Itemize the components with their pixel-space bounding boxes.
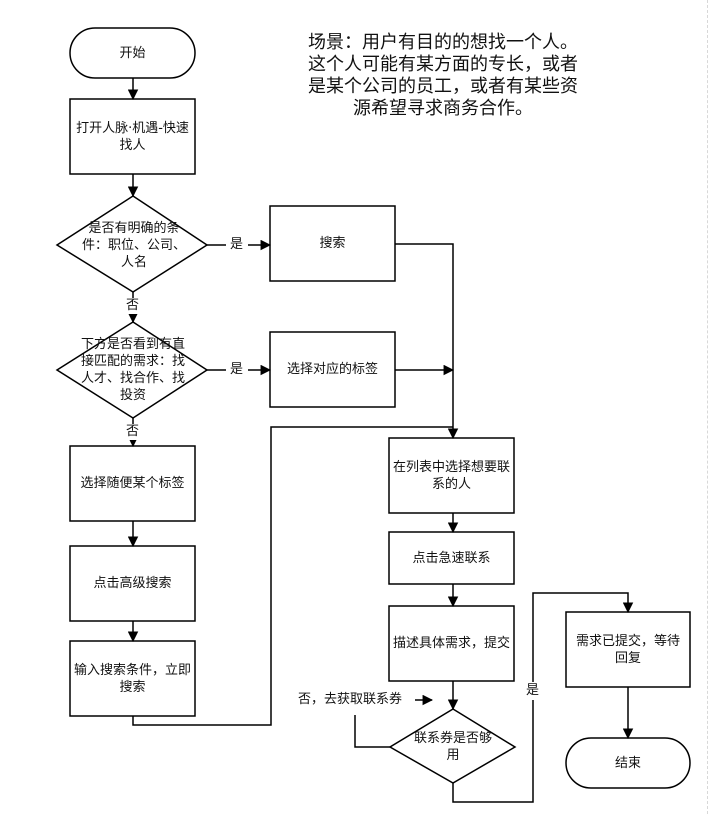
- edge-label-yes-tag: 是: [230, 362, 244, 378]
- edge-voucher-yes: [452, 700, 534, 803]
- open-app-box: [69, 98, 196, 175]
- select-person-box: [388, 437, 515, 514]
- search-label: 搜索: [319, 236, 346, 251]
- page-edge-guide: [707, 0, 708, 814]
- search-box: [269, 205, 396, 282]
- quick-contact-box: [388, 531, 515, 585]
- submitted-box: [565, 611, 691, 688]
- end-label: 结束: [614, 755, 641, 771]
- edge-label-yes-search: 是: [230, 237, 244, 253]
- advanced-search-label: 点击高级搜索: [93, 576, 172, 591]
- start-label: 开始: [119, 45, 146, 61]
- select-person-label: 在列表中选择想要联系的人: [393, 459, 511, 492]
- describe-need-label: 描述具体需求，提交: [393, 636, 511, 651]
- select-random-tag-label: 选择随便某个标签: [80, 476, 185, 491]
- edge-label-no-explicit: 否: [126, 298, 140, 314]
- submitted-label: 需求已提交，等待回复: [575, 633, 680, 666]
- edge-voucher-no-loop: [354, 715, 390, 748]
- scenario-line: 是某个公司的员工，或者有某些资: [308, 76, 578, 97]
- scenario-line: 源希望寻求商务合作。: [353, 98, 533, 119]
- select-matching-tag-label: 选择对应的标签: [286, 362, 378, 377]
- edge-enter-loop: [132, 426, 453, 726]
- select-matching-tag-box: [269, 331, 396, 408]
- edge-search-to-list: [395, 243, 454, 370]
- decision-explicit-label: 是否有明确的条件：职位、公司、人名: [81, 220, 186, 270]
- scenario-line: 这个人可能有某方面的专长，或者: [308, 54, 578, 75]
- open-app-label: 打开人脉·机遇-快速找人: [76, 120, 189, 153]
- scenario-description: 场景：用户有目的的想找一个人。 这个人可能有某方面的专长，或者 是某个公司的员工…: [278, 32, 608, 120]
- scenario-line: 场景：用户有目的的想找一个人。: [308, 32, 578, 53]
- quick-contact-label: 点击急速联系: [412, 550, 491, 566]
- decision-match-label: 下方是否看到有直接匹配的需求：找人才、找合作、找投资: [80, 337, 185, 403]
- edge-voucher-yes-up: [532, 592, 634, 682]
- enter-conditions-box: [69, 640, 196, 717]
- decision-voucher-label: 联系券是否够用: [413, 731, 492, 763]
- edge-label-yes-voucher: 是: [526, 683, 540, 699]
- edge-label-no-match: 否: [126, 424, 140, 440]
- enter-conditions-label: 输入搜索条件，立即搜索: [74, 662, 192, 695]
- edge-label-no-voucher: 否，去获取联系券: [298, 692, 403, 708]
